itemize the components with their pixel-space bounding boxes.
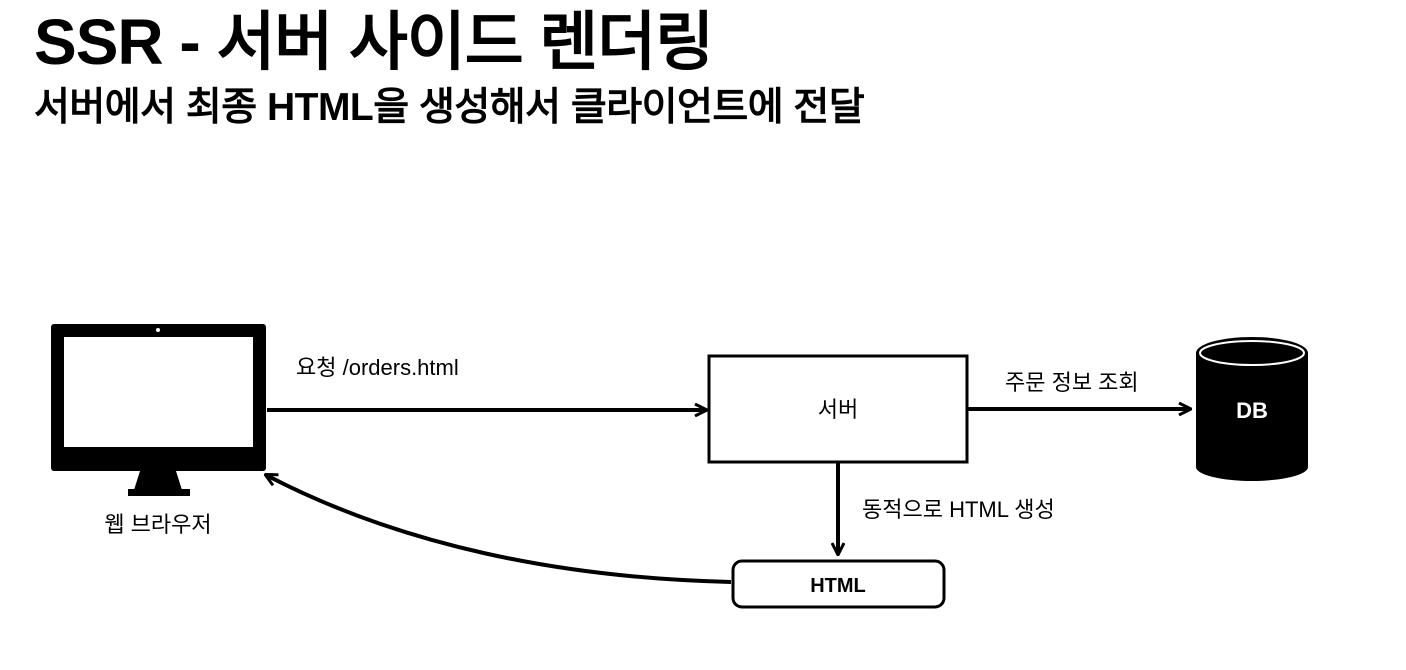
database-icon (1196, 337, 1308, 481)
generate-label: 동적으로 HTML 생성 (862, 497, 1055, 522)
request-label: 요청 /orders.html (296, 355, 459, 380)
db-query-label: 주문 정보 조회 (1005, 370, 1139, 395)
server-box: 서버 (707, 354, 969, 464)
server-label: 서버 (818, 397, 858, 422)
db-label: DB (1236, 398, 1268, 423)
page-title: SSR - 서버 사이드 렌더링 (34, 6, 714, 78)
monitor-icon (51, 324, 266, 496)
page-subtitle: 서버에서 최종 HTML을 생성해서 클라이언트에 전달 (34, 86, 865, 129)
html-box: HTML (731, 559, 946, 609)
response-arrow (266, 475, 732, 584)
html-label: HTML (810, 575, 866, 597)
browser-label: 웹 브라우저 (104, 512, 211, 537)
